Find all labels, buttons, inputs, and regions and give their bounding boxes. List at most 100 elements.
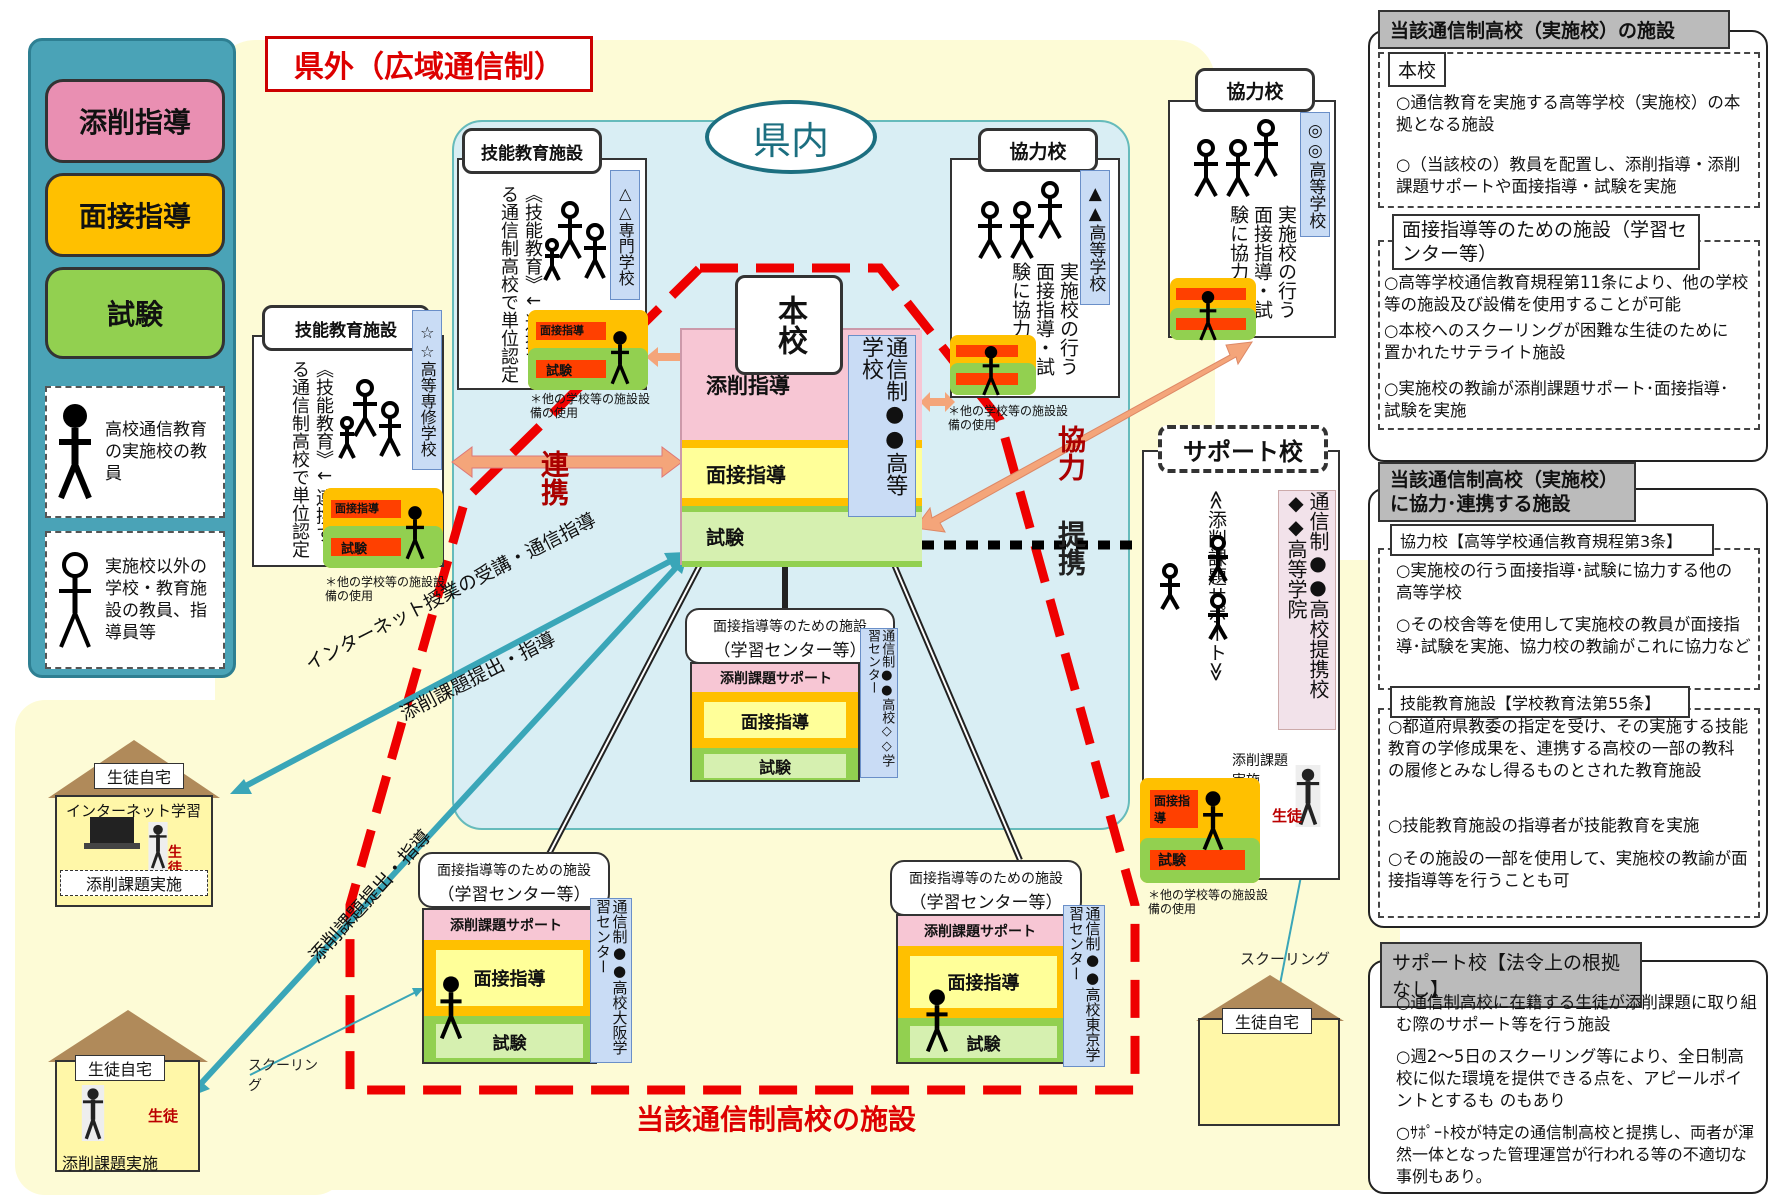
house-1-task: 添削課題実施 <box>60 870 208 896</box>
ginou-facility-1-mensetsu: 面接指導 <box>536 322 606 340</box>
center-osaka-title2: （学習センター等） <box>437 885 591 905</box>
panel1-bullet3: ○高等学校通信教育規程第11条により、他の学校等の施設及び設備を使用することが可… <box>1384 273 1749 314</box>
honko-shiken-label: 試験 <box>682 512 922 561</box>
legend-mensetsu: 面接指導 <box>45 173 225 257</box>
center-inside-stack: 添削課題サポート 面接指導 試験 <box>690 662 860 782</box>
center-tokyo-title-box: 面接指導等のための施設 （学習センター等） <box>890 860 1082 916</box>
ginou-facility-2-shiken-label: 試験 <box>331 538 401 557</box>
panel2-bullet4: ○技能教育施設の指導者が技能教育を実施 <box>1388 816 1700 835</box>
center-osaka-shiken: 試験 <box>424 1016 595 1066</box>
support-shiken: 試験 <box>1140 838 1260 883</box>
center-inside-mensetsu-label: 面接指導 <box>704 702 846 738</box>
kyoryoku-school-1-school: ▲▲高等学校 <box>1080 170 1110 305</box>
panel2-sub2: 技能教育施設【学校教育法第55条】 <box>1390 686 1690 718</box>
teacher-icon <box>982 346 1000 396</box>
student-photo-icon <box>148 822 168 870</box>
kyoryoku-label: 協力 <box>1054 425 1087 481</box>
support-note: ＊他の学校等の施設設備の使用 <box>1148 888 1269 916</box>
panel1-title: 当該通信制高校（実施校）の施設 <box>1378 10 1730 49</box>
center-tokyo-stack: 添削課題サポート 面接指導 試験 <box>896 914 1071 1064</box>
center-tokyo-title1: 面接指導等のための施設 <box>909 871 1063 887</box>
center-osaka-shiken-label: 試験 <box>436 1024 583 1058</box>
ginou-facility-1-stack: 面接指導 試験 <box>528 310 648 390</box>
center-inside-title2: （学習センター等） <box>713 641 867 661</box>
support-mensetsu: 面接指導 <box>1150 790 1198 828</box>
ginou-facility-1-note: ＊他の学校等の施設設備の使用 <box>530 392 651 420</box>
support-student-label: 生徒 <box>1272 807 1303 825</box>
ginou-facility-1-school: △△専門学校 <box>610 170 640 300</box>
center-inside-support-label: 添削課題サポート <box>720 671 832 687</box>
teacher-icon <box>58 404 92 500</box>
legend-shiken: 試験 <box>45 267 225 359</box>
teikei-label: 提携 <box>1054 520 1087 576</box>
panel1-honko-box <box>1378 52 1760 208</box>
ginou-facility-2-shiken: 試験 <box>323 526 443 568</box>
legend-note-teacher: 高校通信教育の実施校の教員 <box>45 386 225 518</box>
center-tokyo-support-label: 添削課題サポート <box>924 924 1036 940</box>
panel2-title: 当該通信制高校（実施校）に協力･連携する施設 <box>1378 462 1636 522</box>
inside-title: 県内 <box>705 100 877 174</box>
staff-group-icon <box>978 181 1062 259</box>
staff-group-icon <box>338 379 401 459</box>
support-school-name: 通信制●●高校提携校◆◆高等学院 <box>1278 490 1336 730</box>
center-osaka-support-label: 添削課題サポート <box>450 918 562 934</box>
legend-tensaku: 添削指導 <box>45 79 225 163</box>
center-tokyo-title2: （学習センター等） <box>909 893 1063 913</box>
student-photo-icon <box>1295 765 1321 827</box>
kyoryoku-school-1-note: ＊他の学校等の施設設備の使用 <box>948 404 1069 432</box>
panel1-bullet5: ○実施校の教諭が添削課題サポート･面接指導･試験を実施 <box>1384 379 1729 420</box>
teacher-icon <box>925 989 949 1053</box>
other-staff-icon <box>59 552 91 648</box>
kyoryoku-school-2-text: 実施校の行う面接指導・試験に協力 <box>1227 205 1297 319</box>
panel2-bullet2: ○その校舎等を使用して実施校の教員が面接指導･試験を実施、協力校の教諭がこれに協… <box>1396 615 1751 656</box>
support-school-title: サポート校 <box>1158 425 1328 473</box>
ginou-facility-1-shiken-label: 試験 <box>536 360 606 379</box>
house-2-task: 添削課題実施 <box>62 1154 159 1173</box>
panel3-bullet2: ○週2～5日のスクーリング等により、全日制高校に似た環境を提供できる点を、アピー… <box>1396 1047 1744 1110</box>
house-1-line: インターネット学習 <box>66 802 202 820</box>
teacher-icon <box>439 976 463 1040</box>
schooling-label-2: スクーリング <box>1240 950 1331 968</box>
kyoryoku-school-2-school: ◎◎高等学校 <box>1300 112 1330 237</box>
center-inside-shiken-label: 試験 <box>704 754 846 778</box>
panel2-bullet3: ○都道府県教委の指定を受け、その実施する技能教育の学修成果を、連携する高校の一部… <box>1388 717 1749 780</box>
support-staff-icons <box>1160 535 1228 640</box>
legend-note-other: 実施校以外の学校・教育施設の教員、指導員等 <box>45 531 225 669</box>
honko-label: 本校 <box>735 275 843 375</box>
house-2-title: 生徒自宅 <box>75 1055 165 1081</box>
center-inside-title1: 面接指導等のための施設 <box>713 619 867 635</box>
center-osaka-title1: 面接指導等のための施設 <box>437 863 591 879</box>
panel1-sub2: 面接指導等のための施設（学習センター等） <box>1392 214 1700 270</box>
legend-note-teacher-text: 高校通信教育の実施校の教員 <box>105 420 207 484</box>
house-3-title: 生徒自宅 <box>1222 1008 1312 1034</box>
center-inside-shiken: 試験 <box>692 748 858 784</box>
center-osaka-school: 通信制●●高校大阪学習センター <box>590 898 632 1063</box>
house-1-title: 生徒自宅 <box>94 763 184 789</box>
legend-panel: 添削指導 面接指導 試験 高校通信教育の実施校の教員 実施校以外の学校・教育施設… <box>28 38 236 678</box>
renkei-label: 連携 <box>537 450 570 506</box>
panel2-bullet1: ○実施校の行う面接指導･試験に協力する他の高等学校 <box>1396 561 1733 602</box>
kyoryoku-school-1-title: 協力校 <box>978 128 1098 172</box>
ginou-facility-2-title: 技能教育施設 <box>262 305 430 351</box>
teacher-icon <box>1202 791 1224 851</box>
student-photo-icon <box>81 1085 105 1141</box>
panel3-title: サポート校【法令上の根拠なし】 <box>1380 942 1642 1008</box>
honko-tensaku-label: 添削指導 <box>706 374 790 398</box>
footer-label: 当該通信制高校の施設 <box>636 1103 917 1136</box>
center-inside-support: 添削課題サポート <box>692 664 858 692</box>
ginou-facility-2-mensetsu: 面接指導 <box>331 500 401 518</box>
staff-group-icon <box>1194 119 1278 197</box>
support-stack: 面接指導 試験 <box>1140 778 1260 883</box>
center-inside-school: 通信制●●高校◇◇学習センター <box>860 628 898 778</box>
panel1-bullet2: ○（当該校の）教員を配置し、添削指導・添削課題サポートや面接指導・試験を実施 <box>1396 155 1741 196</box>
laptop-icon <box>84 817 140 849</box>
center-tokyo-support: 添削課題サポート <box>898 916 1069 946</box>
support-shiken-label: 試験 <box>1150 850 1245 870</box>
center-osaka-title-box: 面接指導等のための施設 （学習センター等） <box>418 852 610 908</box>
kyoryoku-school-1-text: 実施校の行う面接指導・試験に協力 <box>1009 262 1079 376</box>
panel2-sub1: 協力校【高等学校通信教育規程第3条】 <box>1390 524 1714 556</box>
teacher-icon <box>1199 291 1217 341</box>
panel3-bullet1: ○通信制高校に在籍する生徒が添削課題に取り組む際のサポート等を行う施設 <box>1396 993 1757 1034</box>
ginou-facility-1-title: 技能教育施設 <box>462 128 602 174</box>
